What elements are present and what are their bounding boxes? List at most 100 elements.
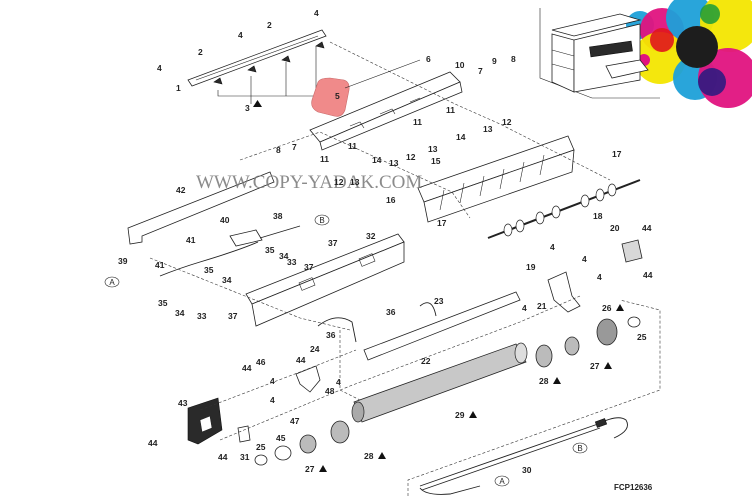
lamp-connector: [594, 418, 608, 428]
part-label: 16: [386, 195, 396, 205]
part-label: 4: [270, 376, 275, 386]
part-labels: 1 2 2 3 4 4 4 5 6 10 7 9 8 11 11 14 13 1…: [118, 8, 653, 475]
logo-circle-red: [650, 28, 674, 52]
part-label: 13: [428, 144, 438, 154]
part-label: 28: [539, 376, 549, 386]
part-label: 26: [602, 303, 612, 313]
assembly-lines: [149, 41, 661, 496]
copier-tray: [605, 59, 649, 79]
part-30-heater-lamp: [419, 417, 628, 495]
part-45-ring: [274, 445, 292, 461]
cover-43-window: [199, 415, 213, 433]
part-label: 41: [186, 235, 196, 245]
connector-a-left: A: [104, 276, 120, 288]
part-label: 10: [455, 60, 465, 70]
part-16-guide: [417, 135, 575, 223]
safety-triangle-icon: [319, 465, 327, 472]
part-label: 2: [267, 20, 272, 30]
part-label: 42: [176, 185, 186, 195]
copier-side: [573, 23, 641, 93]
connector-b-bottom: B: [572, 442, 588, 454]
part-label: 15: [431, 156, 441, 166]
part-label: 25: [637, 332, 647, 342]
dash-line: [407, 299, 661, 496]
part-label: 34: [175, 308, 185, 318]
part-label: 48: [325, 386, 335, 396]
part-22-rail: [317, 291, 521, 361]
part-label: 4: [522, 303, 527, 313]
part-label: 44: [218, 452, 228, 462]
part-48-bracket: [295, 365, 321, 393]
part-label: 30: [522, 465, 532, 475]
dash-line: [149, 257, 351, 331]
bracket-19: [547, 271, 581, 313]
connector-label: B: [319, 216, 324, 225]
part-28-bearing: [535, 344, 553, 368]
part-label: 7: [478, 66, 483, 76]
part-label: 14: [456, 132, 466, 142]
part-26-gear: [596, 318, 618, 346]
part-label: 11: [320, 154, 329, 164]
part-label: 35: [158, 298, 168, 308]
safety-triangle-icon: [553, 377, 561, 384]
part-label: 4: [270, 395, 275, 405]
part-43-cover: [187, 397, 223, 445]
part-label: 25: [256, 442, 266, 452]
part-label: 23: [434, 296, 444, 306]
part-1-rail: [187, 29, 327, 107]
part-label: 36: [326, 330, 336, 340]
part-label: 11: [413, 117, 422, 127]
part-label: 27: [590, 361, 600, 371]
part-20-gear-unit: [621, 239, 643, 263]
part-label: 13: [350, 177, 360, 187]
part-label: 4: [582, 254, 587, 264]
safety-triangle-icon: [616, 304, 624, 311]
part-29-heat-roller: [351, 342, 528, 423]
part-label: 24: [310, 344, 320, 354]
part-label: 4: [157, 63, 162, 73]
dash-line: [239, 131, 471, 219]
side-frame-window: [298, 277, 316, 291]
part-label: 34: [222, 275, 232, 285]
frame-edge: [319, 81, 463, 151]
lamp-tube: [419, 417, 628, 487]
part-label: 47: [290, 416, 300, 426]
dash-line: [329, 41, 611, 181]
part-label: 28: [364, 451, 374, 461]
side-frame-window: [358, 253, 376, 267]
part-label: 46: [256, 357, 266, 367]
part-32-side-frame: [245, 233, 405, 327]
copier-line: [551, 49, 575, 57]
part-label: 9: [492, 56, 497, 66]
logo-circle-yellow-left: [634, 32, 686, 84]
part-label: 4: [597, 272, 602, 282]
part-label: 11: [446, 105, 455, 115]
part-label: 44: [296, 355, 306, 365]
part-label: 12: [502, 117, 512, 127]
dash-line: [339, 330, 361, 401]
part-label: 19: [526, 262, 536, 272]
part-label: 8: [276, 145, 281, 155]
thermostat-body: [229, 229, 263, 247]
safety-triangle-icon: [604, 362, 612, 369]
part-label: 31: [240, 452, 250, 462]
part-label: 3: [245, 103, 250, 113]
dash-line: [219, 295, 581, 441]
part-label: 11: [348, 141, 357, 151]
part-label: 27: [305, 464, 315, 474]
part-label: 39: [118, 256, 128, 266]
copier-line: [551, 63, 575, 71]
part-label: 17: [612, 149, 622, 159]
part-label: 43: [178, 398, 188, 408]
connector-label: A: [499, 477, 505, 486]
part-label: 14: [372, 155, 382, 165]
part-10-frame: [309, 59, 463, 151]
part-label: 34: [279, 251, 289, 261]
part-label: 37: [304, 262, 314, 272]
thermistor-wire: [317, 302, 437, 343]
part-label: 38: [273, 211, 283, 221]
roller-rings: [503, 183, 617, 237]
thermostat-wire: [159, 225, 301, 277]
part-label: 20: [610, 223, 620, 233]
